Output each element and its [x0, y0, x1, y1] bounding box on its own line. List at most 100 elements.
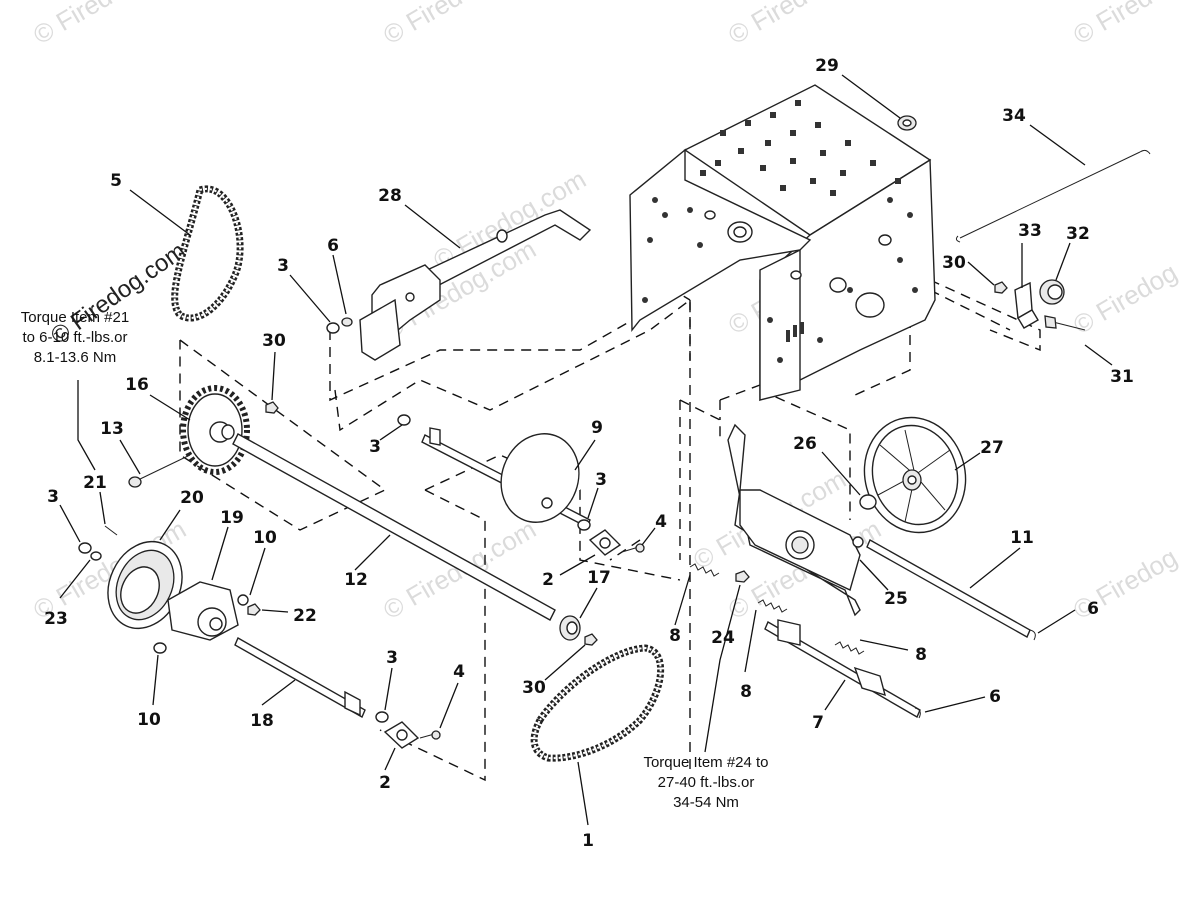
callout-3: 3 [595, 470, 607, 490]
callout-17: 17 [587, 568, 611, 588]
chain-part-1 [530, 644, 665, 762]
washer-part-3-right [577, 519, 591, 531]
bolt-part-21 [104, 525, 118, 536]
watermark-text: © Firedog.com [723, 0, 886, 50]
callout-13: 13 [100, 419, 124, 439]
callout-8: 8 [669, 626, 681, 646]
pulley-part-20 [107, 540, 183, 630]
spring-part-8-upper [689, 563, 720, 577]
washer-part-10-lower [153, 642, 167, 654]
callout-4: 4 [453, 662, 465, 682]
callout-26: 26 [793, 434, 817, 454]
wheel-part-27 [863, 416, 967, 534]
washer-part-10-upper [237, 594, 249, 606]
callout-3: 3 [369, 437, 381, 457]
callout-8: 8 [740, 682, 752, 702]
watermark-text: © Firedog.com [28, 0, 191, 50]
bolt-part-4-middle [621, 543, 645, 553]
callout-34: 34 [1002, 106, 1026, 126]
nut-part-30-upper [265, 401, 279, 414]
washer-part-3-lower [375, 711, 389, 723]
bolt-part-13 [128, 454, 191, 488]
frame-housing [629, 84, 936, 402]
chain-part-5 [171, 185, 244, 322]
callout-33: 33 [1018, 221, 1042, 241]
ring-part-26 [859, 494, 877, 510]
callout-18: 18 [250, 711, 274, 731]
clip-part-6-lower [914, 707, 921, 719]
callout-30: 30 [522, 678, 546, 698]
callout-20: 20 [180, 488, 204, 508]
callout-1: 1 [582, 831, 594, 851]
nut-part-24 [735, 570, 750, 583]
callout-10: 10 [253, 528, 277, 548]
callout-29: 29 [815, 56, 839, 76]
spring-part-8-middle [757, 599, 788, 613]
sprocket-part-16 [180, 385, 250, 475]
flange-part-2-middle [588, 529, 622, 556]
cap-part-29 [897, 115, 917, 131]
watermark-text: © Firedog.com [1068, 514, 1180, 625]
nut-part-30-right [994, 281, 1008, 294]
watermark-text: © Firedog.com [1068, 0, 1180, 50]
callout-6: 6 [327, 236, 339, 256]
callout-24: 24 [711, 628, 735, 648]
washer-part-23 [90, 551, 102, 561]
bearing-part-17 [559, 615, 581, 641]
callout-2: 2 [542, 570, 554, 590]
roller-part-32 [1039, 279, 1065, 305]
torque-note-21-line-1: Torque Item #21 [21, 309, 129, 326]
callout-16: 16 [125, 375, 149, 395]
torque-note-24-line-1: Torque Item #24 to [643, 754, 768, 771]
washer-part-3-middle [397, 414, 411, 426]
callout-12: 12 [344, 570, 368, 590]
callout-10: 10 [137, 710, 161, 730]
callout-25: 25 [884, 589, 908, 609]
plate-part-25 [727, 423, 864, 617]
torque-note-21: Torque Item #21 to 6-10 ft.-lbs.or 8.1-1… [21, 309, 129, 366]
watermark-text: © Firedog.com [378, 0, 541, 50]
shaft-disc-part-9 [421, 427, 591, 528]
torque-note-24-line-3: 34-54 Nm [673, 794, 739, 811]
shaft-part-7 [764, 619, 921, 719]
shaft-part-11 [866, 539, 1031, 638]
callout-4: 4 [655, 512, 667, 532]
callout-9: 9 [591, 418, 603, 438]
nut-part-30-lower [584, 633, 598, 646]
bolt-part-4-lower [419, 730, 441, 740]
callout-7: 7 [812, 713, 824, 733]
spring-part-8-lower [834, 641, 865, 655]
washer-part-3-left [78, 542, 92, 554]
leader-lines [59, 74, 1113, 826]
callout-22: 22 [293, 606, 317, 626]
callout-6: 6 [989, 687, 1001, 707]
clip-part-6-upper [341, 317, 353, 327]
callout-3: 3 [277, 256, 289, 276]
washer-part-3-upper [326, 322, 340, 334]
flange-part-2-lower [383, 721, 420, 749]
callout-3: 3 [386, 648, 398, 668]
watermark-text: © Firedog.com [1068, 229, 1180, 340]
callout-numbers: 1 2 2 3 3 3 3 3 4 4 5 6 6 6 7 8 8 8 9 10… [44, 56, 1134, 851]
torque-note-21-line-2: to 6-10 ft.-lbs.or [22, 329, 127, 346]
callout-30: 30 [942, 253, 966, 273]
callout-11: 11 [1010, 528, 1034, 548]
callout-27: 27 [980, 438, 1004, 458]
torque-note-21-line-3: 8.1-13.6 Nm [34, 349, 117, 366]
shift-arm-part-28 [359, 209, 592, 361]
housing-part-19 [167, 581, 239, 641]
callout-32: 32 [1066, 224, 1090, 244]
callout-5: 5 [110, 171, 122, 191]
bolt-part-31 [1044, 315, 1086, 331]
shaft-part-18 [234, 637, 366, 718]
callout-3: 3 [47, 487, 59, 507]
torque-note-24-line-2: 27-40 ft.-lbs.or [658, 774, 755, 791]
nut-part-22 [247, 603, 261, 616]
shaft-part-12 [232, 433, 556, 621]
callout-30: 30 [262, 331, 286, 351]
callout-23: 23 [44, 609, 68, 629]
torque-note-24: Torque Item #24 to 27-40 ft.-lbs.or 34-5… [643, 754, 768, 811]
clip-part-6-right [1029, 629, 1036, 641]
control-rod-part-34 [955, 149, 1151, 243]
